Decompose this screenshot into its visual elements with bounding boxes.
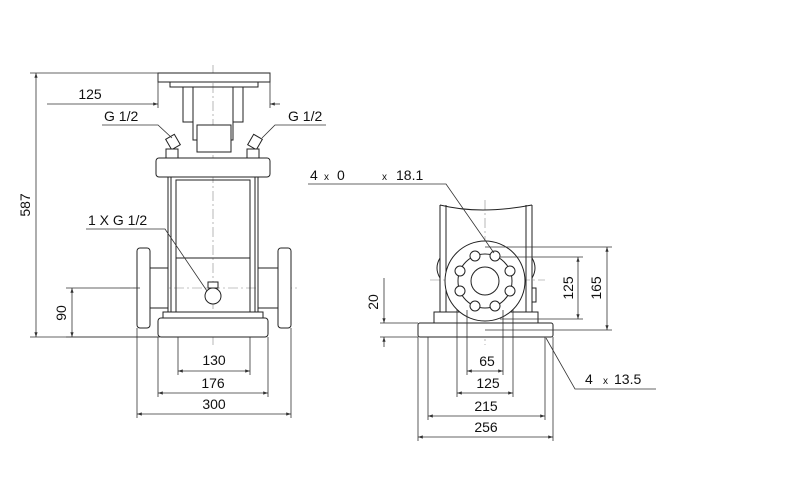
flange-holes-label: 4 x 0 x 18.1 [310,167,423,184]
dim-inlet-height-label: 90 [53,305,69,321]
drain-label: 1 X G 1/2 [88,212,147,228]
dim-base-label: 176 [201,375,225,391]
dim-b-label: 125 [476,375,500,391]
base-plate [157,317,269,338]
dim-base-inner-label: 130 [202,352,226,368]
dim-c-label: 215 [474,398,498,414]
dim-a-label: 65 [479,353,495,369]
dim-base-thickness-label: 20 [365,294,381,310]
flange-bore [470,266,500,296]
drain-plug [204,287,222,305]
dim-top-width-label: 125 [78,86,102,102]
vent-plug-right [246,133,264,151]
dim-d-label: 256 [474,419,498,435]
vent-left-label: G 1/2 [104,108,138,124]
base-holes-label: 4 x 13.5 [585,371,641,388]
vent-right-label: G 1/2 [288,108,322,124]
dim-port-to-port-label: 300 [202,396,226,412]
motor-mount-plate [157,72,271,83]
vent-plug-left [164,133,182,151]
coupling-guard [196,124,232,153]
dim-bolt-circle-label: 125 [560,276,576,300]
flange [444,240,526,322]
pump-head [155,157,271,178]
outlet-flange [277,247,292,329]
dim-flange-label: 165 [588,276,604,300]
bolt-circle [457,253,513,309]
front-view: 4 x 0 x 18.1 165 125 20 4 x 13.5 [308,167,656,441]
side-view: 587 125 G 1/2 G 1/2 1 X G 1/2 90 130 176… [17,65,326,418]
flange-bolt-holes [454,250,516,312]
dim-height-label: 587 [17,193,33,217]
